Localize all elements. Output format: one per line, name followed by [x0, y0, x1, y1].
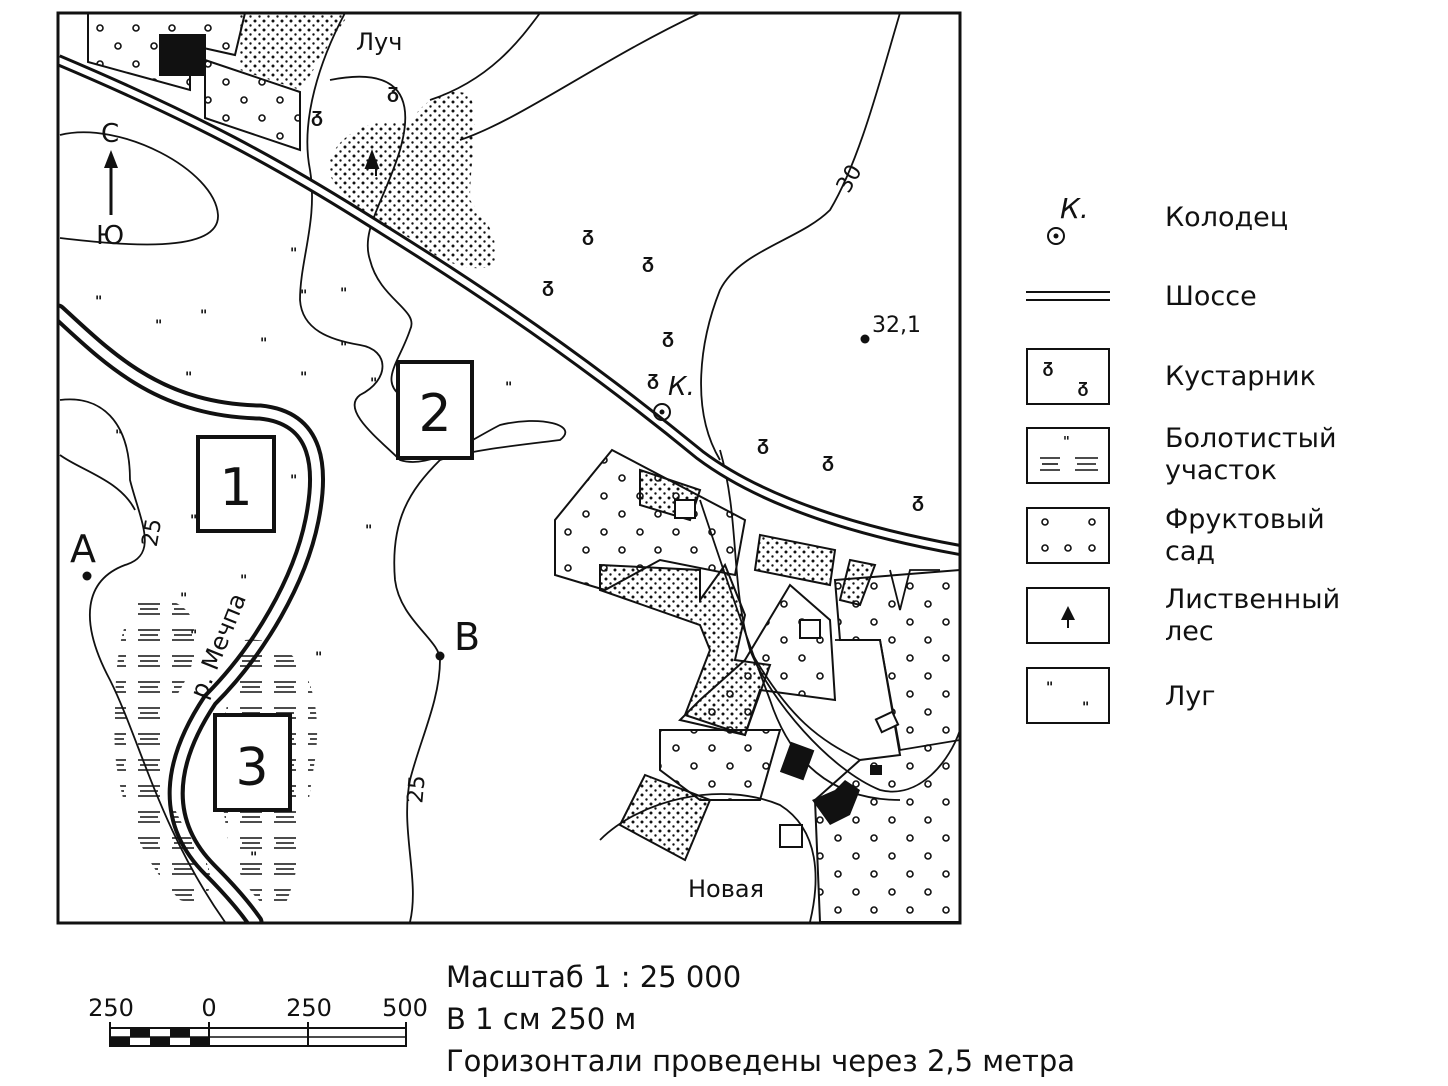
svg-text:": ": [95, 294, 102, 310]
svg-text:": ": [290, 473, 297, 489]
svg-text:": ": [180, 591, 187, 607]
legend-label-well: Колодец: [1165, 202, 1289, 233]
legend-label-orchard: Фруктовый сад: [1165, 504, 1325, 567]
scale-ratio: Масштаб 1 : 25 000: [446, 960, 742, 994]
svg-text:ᵹ: ᵹ: [582, 222, 594, 246]
point-b-label: В: [454, 615, 480, 659]
svg-text:ᵹ: ᵹ: [912, 488, 924, 512]
svg-text:ᵹ: ᵹ: [1043, 356, 1054, 377]
svg-text:ᵹ: ᵹ: [642, 249, 654, 273]
height-mark: 32,1: [872, 313, 921, 338]
area-3-label: 3: [235, 738, 268, 798]
area-3: 3: [213, 713, 292, 812]
svg-text:": ": [505, 380, 512, 396]
svg-text:": ": [200, 308, 207, 324]
orchards: [87, 13, 960, 923]
svg-text:ᵹ: ᵹ: [542, 273, 554, 297]
legend-label-highway: Шоссе: [1165, 281, 1257, 312]
legend-shrub-icon: ᵹ ᵹ: [1026, 348, 1110, 405]
north-arrow-icon: [104, 150, 118, 168]
svg-text:": ": [340, 286, 347, 302]
area-2-label: 2: [418, 384, 451, 444]
scale-tick: 250: [88, 994, 134, 1022]
compass-north: С: [101, 119, 119, 149]
compass-south: Ю: [96, 221, 124, 251]
svg-text:ᵹ: ᵹ: [647, 366, 659, 390]
svg-text:ᵹ: ᵹ: [1078, 376, 1089, 397]
legend-highway-icon: [1026, 291, 1110, 301]
svg-text:ᵹ: ᵹ: [311, 103, 323, 127]
legend-swatches: К. ᵹ ᵹ ": [1026, 192, 1110, 724]
dotted-area-top: [240, 13, 350, 90]
shrub-symbols: ᵹᵹᵹ ᵹᵹᵹ ᵹᵹᵹ ᵹ: [311, 79, 924, 512]
legend-label-shrub: Кустарник: [1165, 361, 1316, 392]
svg-text:": ": [1046, 680, 1053, 696]
highway: [58, 54, 960, 556]
svg-text:": ": [260, 336, 267, 352]
svg-text:": ": [155, 318, 162, 334]
svg-text:": ": [300, 370, 307, 386]
place-luch: Луч: [356, 28, 402, 56]
legend-meadow-icon: " ": [1026, 667, 1110, 724]
height-point: [860, 334, 870, 344]
contour-label-25-bottom: 25: [403, 774, 430, 804]
compass: [104, 150, 118, 215]
map-content: """ """ """ """ """ """ """: [58, 13, 960, 923]
scale-tick: 0: [201, 994, 216, 1022]
svg-text:": ": [1082, 700, 1089, 716]
svg-text:": ": [240, 573, 247, 589]
svg-text:": ": [290, 246, 297, 262]
map-frame: [56, 11, 962, 925]
forest-area: [328, 91, 496, 269]
contour-label-30: 30: [832, 161, 868, 198]
svg-text:": ": [300, 288, 307, 304]
svg-text:ᵹ: ᵹ: [387, 79, 399, 103]
legend-label-meadow: Луг: [1165, 681, 1216, 712]
point-a-label: А: [70, 527, 96, 571]
contour-interval: Горизонтали проведены через 2,5 метра: [446, 1044, 1076, 1078]
svg-text:ᵹ: ᵹ: [822, 448, 834, 472]
area-1: 1: [196, 435, 276, 533]
legend-forest-icon: [1026, 587, 1110, 644]
svg-text:": ": [370, 376, 377, 392]
svg-text:": ": [190, 513, 197, 529]
legend-well-symbol: К.: [1060, 192, 1089, 225]
svg-text:ᵹ: ᵹ: [757, 431, 769, 455]
area-1-label: 1: [219, 458, 252, 518]
tree-icon: [364, 149, 380, 176]
svg-text:": ": [365, 523, 372, 539]
point-b-marker: [435, 651, 445, 661]
houses: [674, 499, 900, 848]
well-mark: К.: [668, 372, 695, 402]
svg-text:": ": [115, 428, 122, 444]
well-icon: [653, 403, 671, 421]
place-novaya: Новая: [688, 875, 764, 903]
legend-swamp-icon: ": [1026, 427, 1110, 484]
svg-text:": ": [1063, 435, 1070, 450]
svg-text:ᵹ: ᵹ: [662, 324, 674, 348]
area-2: 2: [396, 360, 474, 460]
svg-text:": ": [340, 340, 347, 356]
scale-per-cm: В 1 см 250 м: [446, 1002, 637, 1036]
legend-label-forest: Лиственный лес: [1165, 584, 1341, 647]
scale-bar: [109, 1022, 407, 1047]
legend-orchard-icon: [1026, 507, 1110, 564]
contour-label-25-left: 25: [138, 517, 167, 549]
scale-tick: 500: [382, 994, 428, 1022]
point-a-marker: [82, 571, 92, 581]
legend-well-icon: [1047, 227, 1065, 245]
scale-ticks: 250 0 250 500: [88, 994, 428, 1022]
svg-text:": ": [185, 370, 192, 386]
scale-tick: 250: [286, 994, 332, 1022]
legend-label-swamp: Болотистый участок: [1165, 423, 1337, 486]
svg-text:": ": [315, 650, 322, 666]
